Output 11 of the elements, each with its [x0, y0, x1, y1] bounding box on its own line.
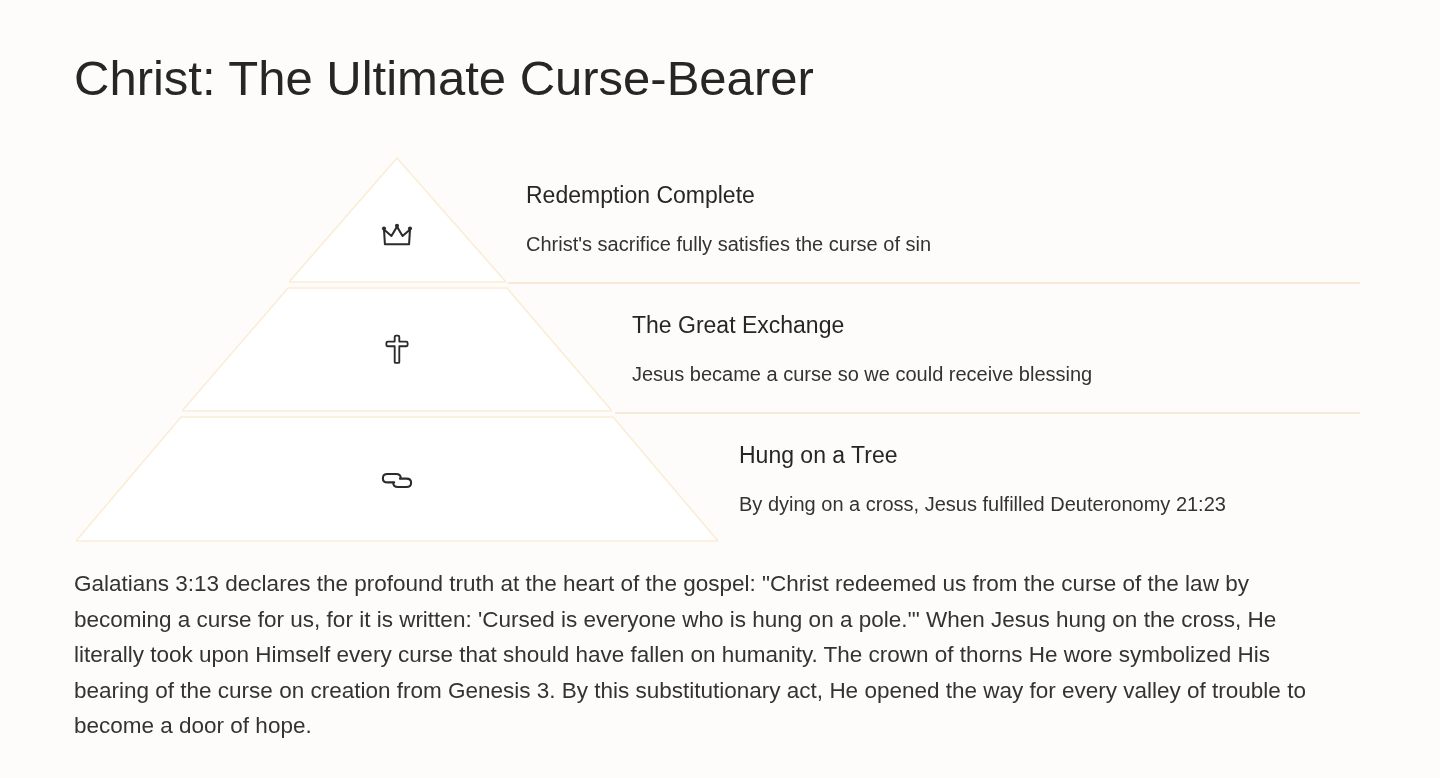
tier-description: Christ's sacrifice fully satisfies the curse of sin — [526, 232, 932, 257]
pyramid-tier — [289, 157, 506, 283]
tier-heading: Redemption Complete — [526, 181, 755, 209]
tier-heading: The Great Exchange — [632, 311, 845, 339]
body-paragraph: Galatians 3:13 declares the profound truth at the heart of the gospel: "Christ redeemed us from the curse of the law by becoming a curse for us, for it is written: 'Cursed is everyone who is hung on a pole.'" When Jesus hung on the cross, He literally took upon Himself every curse that should have fallen on humanity. The crown of thorns He wore symbolized His bearing of the curse on creation from Genesis 3. By this substitutionary act, He opened the way for every valley of trouble to become a door of hope. — [74, 570, 1307, 740]
pyramid-tier — [76, 416, 718, 542]
page-title: Christ: The Ultimate Curse-Bearer — [74, 50, 814, 107]
tier-description: Jesus became a curse so we could receive blessing — [632, 362, 1093, 387]
tier-heading: Hung on a Tree — [739, 441, 898, 469]
tier-description: By dying on a cross, Jesus fulfilled Deuteronomy 21:23 — [739, 492, 1226, 517]
pyramid-tier — [182, 287, 612, 412]
